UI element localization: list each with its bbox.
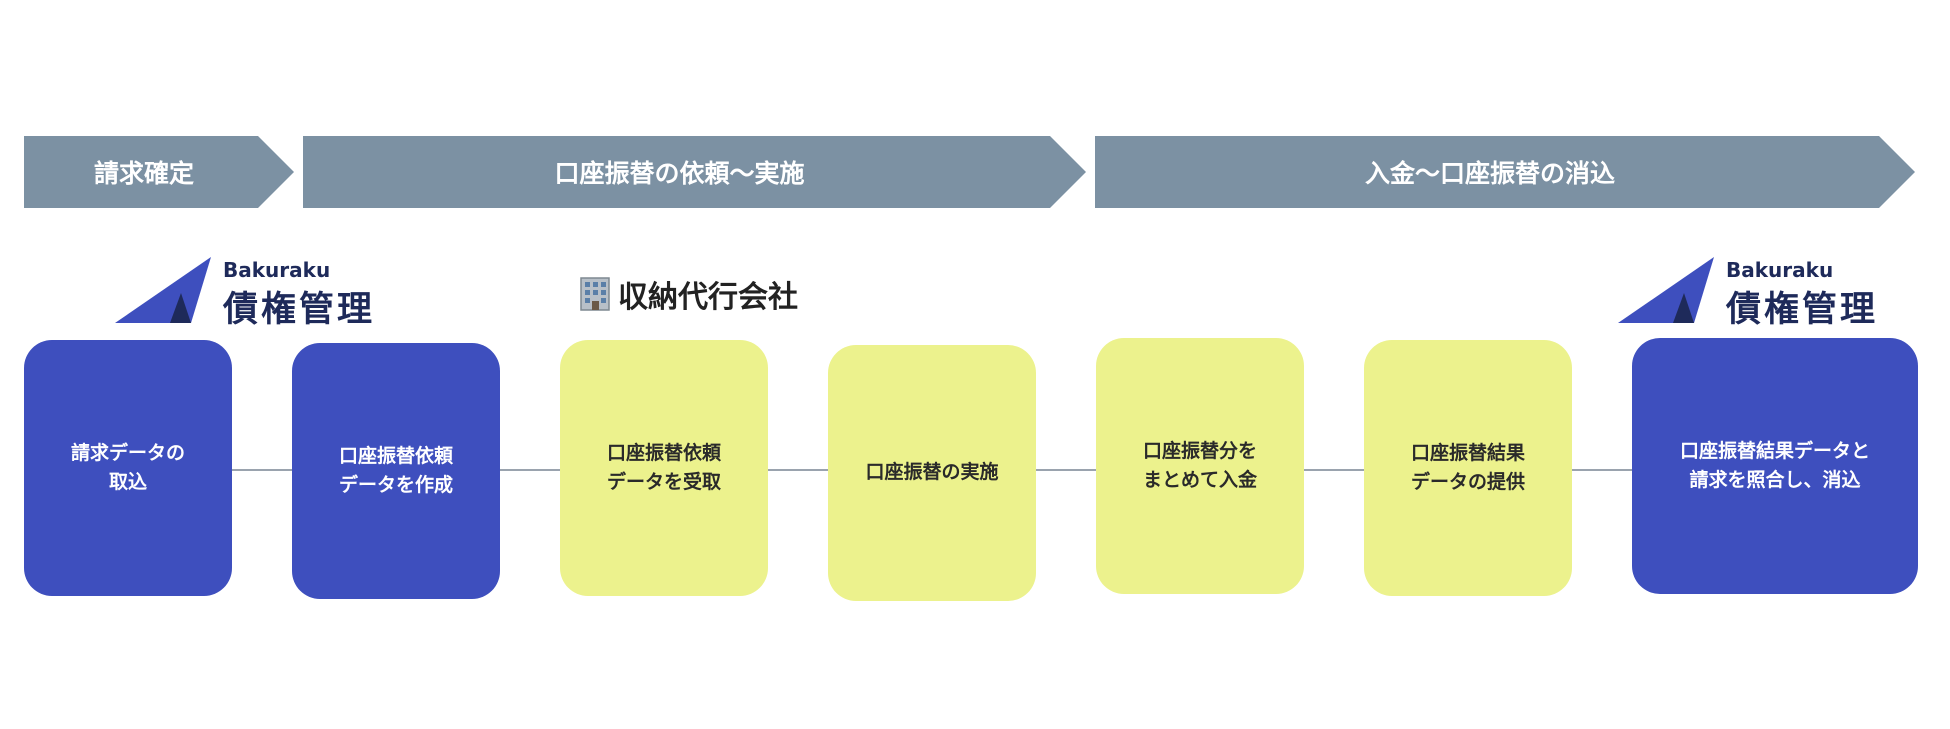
logo-brand: Bakuraku — [223, 258, 331, 282]
phase-arrow-debit-request: 口座振替の依頼〜実施 — [303, 136, 1086, 208]
step-text: 口座振替結果データと 請求を照合し、消込 — [1679, 439, 1870, 491]
logo-brand: Bakuraku — [1726, 258, 1834, 282]
step-provide-result-data: 口座振替結果 データの提供 — [1364, 340, 1572, 596]
agency-label: 収納代行会社 — [578, 272, 798, 316]
logo-product: 債権管理 — [223, 290, 376, 330]
bakuraku-logo-left: Bakuraku 債権管理 — [115, 255, 385, 330]
step-text: 口座振替分を まとめて入金 — [1142, 439, 1257, 491]
agency-name: 収納代行会社 — [618, 280, 798, 315]
step-text: 口座振替依頼 データを作成 — [338, 444, 453, 496]
step-text: 口座振替依頼 データを受取 — [606, 441, 721, 493]
phase-label: 入金〜口座振替の消込 — [1364, 159, 1615, 188]
step-import-billing-data: 請求データの 取込 — [24, 340, 232, 596]
step-deposit-payment: 口座振替分を まとめて入金 — [1096, 338, 1304, 594]
phase-label: 口座振替の依頼〜実施 — [554, 159, 805, 188]
bakuraku-logo-right: Bakuraku 債権管理 — [1618, 255, 1888, 330]
step-text: 口座振替の実施 — [865, 461, 999, 484]
step-reconcile-and-clear: 口座振替結果データと 請求を照合し、消込 — [1632, 338, 1918, 594]
phase-label: 請求確定 — [93, 159, 194, 188]
step-text: 請求データの 取込 — [70, 441, 185, 493]
phase-arrow-reconciliation: 入金〜口座振替の消込 — [1095, 136, 1915, 208]
office-building-icon — [580, 277, 610, 311]
step-execute-debit: 口座振替の実施 — [828, 345, 1036, 601]
step-create-debit-request: 口座振替依頼 データを作成 — [292, 343, 500, 599]
step-receive-debit-request: 口座振替依頼 データを受取 — [560, 340, 768, 596]
bakuraku-mountain-logo-icon — [1618, 257, 1714, 323]
step-text: 口座振替結果 データの提供 — [1410, 441, 1525, 493]
logo-product: 債権管理 — [1726, 290, 1879, 330]
phase-arrow-billing: 請求確定 — [24, 136, 294, 208]
bakuraku-mountain-logo-icon — [115, 257, 211, 323]
